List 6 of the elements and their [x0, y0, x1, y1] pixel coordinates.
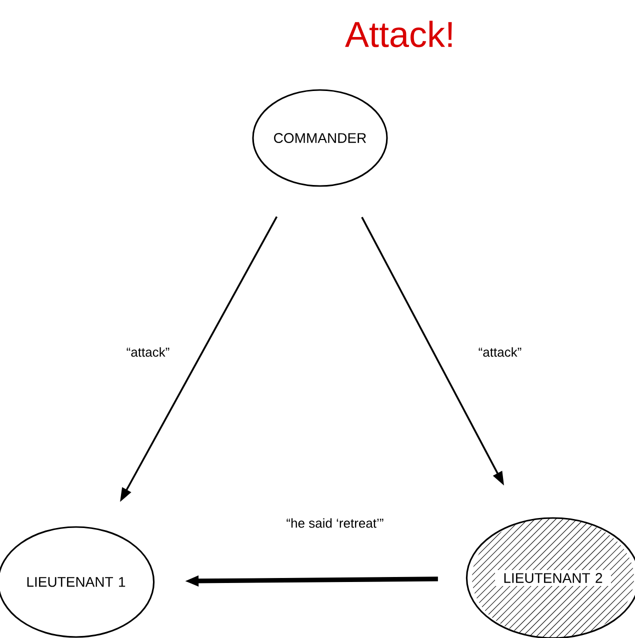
edge-label: “attack” [125, 346, 171, 358]
ellipse-node: COMMANDER [252, 89, 388, 187]
title: Attack! [345, 20, 452, 48]
edge-label: “he said ‘retreat’” [285, 517, 385, 529]
edge-label: “attack” [477, 346, 523, 358]
ellipse-node: LIEUTENANT 2 [466, 517, 635, 638]
